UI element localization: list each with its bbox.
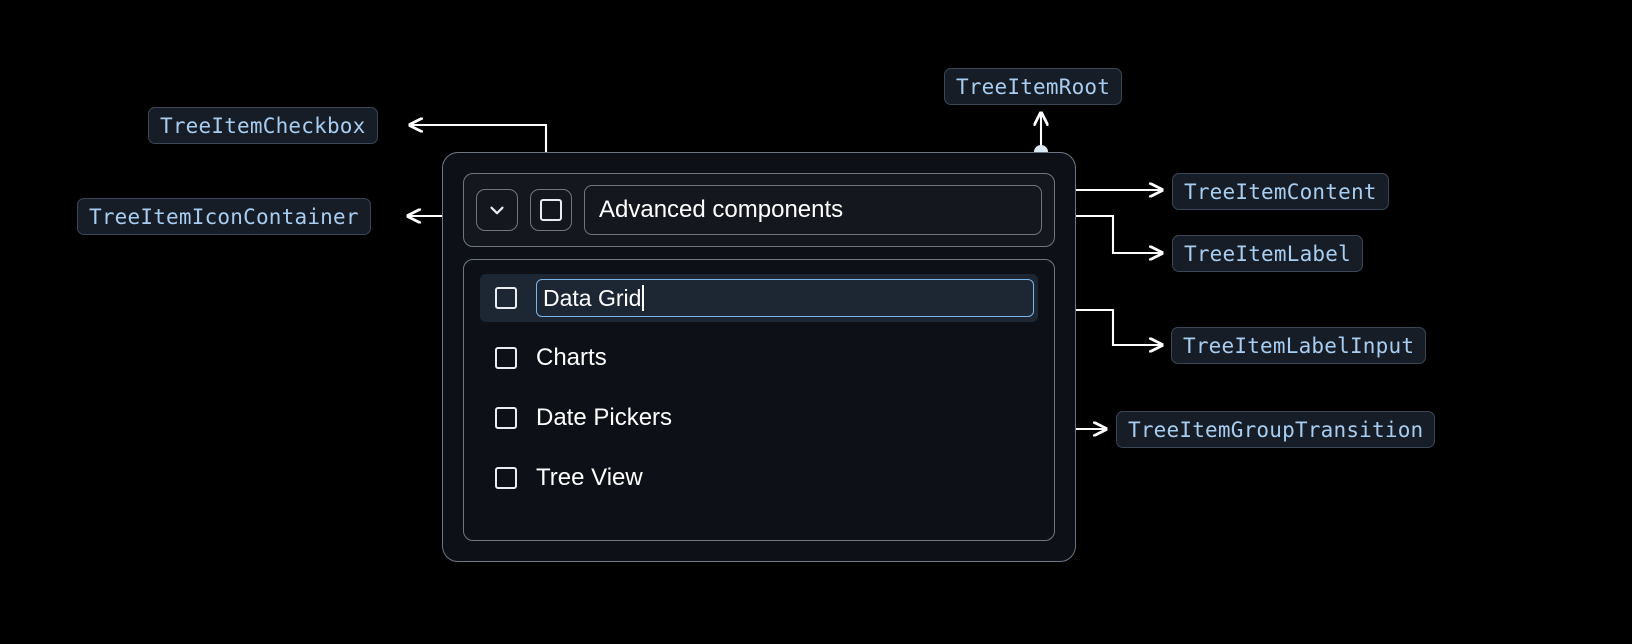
annotation-treeitemiconcontainer: TreeItemIconContainer <box>77 198 371 235</box>
chevron-down-icon <box>490 206 504 215</box>
tree-item-content[interactable]: Advanced components <box>463 173 1055 247</box>
tree-item-row-tree-view[interactable]: Tree View <box>480 454 1038 502</box>
label-input-value: Data Grid <box>543 284 642 311</box>
tree-item-checkbox[interactable] <box>530 189 572 231</box>
checkbox-unchecked-icon[interactable] <box>495 347 517 369</box>
checkbox-unchecked-icon[interactable] <box>495 407 517 429</box>
tree-item-root[interactable]: Advanced components Data Grid Charts Dat… <box>442 152 1076 562</box>
annotation-treeitemgrouptransition: TreeItemGroupTransition <box>1116 411 1436 448</box>
tree-item-label-input[interactable]: Data Grid <box>536 279 1034 317</box>
annotation-treeitemcheckbox: TreeItemCheckbox <box>148 107 378 144</box>
tree-item-row-data-grid[interactable]: Data Grid <box>480 274 1038 322</box>
tree-item-row-charts[interactable]: Charts <box>480 334 1038 382</box>
tree-item-label: Advanced components <box>584 185 1042 235</box>
annotation-treeitemcontent: TreeItemContent <box>1172 173 1389 210</box>
tree-item-label: Tree View <box>536 464 643 491</box>
annotation-treeitemlabelinput: TreeItemLabelInput <box>1171 327 1427 364</box>
tree-item-group-transition: Data Grid Charts Date Pickers Tree View <box>463 259 1055 541</box>
tree-item-icon-container[interactable] <box>476 189 518 231</box>
checkbox-unchecked-icon <box>540 199 562 221</box>
text-caret <box>642 285 644 311</box>
tree-item-label: Date Pickers <box>536 404 673 431</box>
checkbox-unchecked-icon[interactable] <box>495 467 517 489</box>
tree-item-label: Charts <box>536 344 607 371</box>
annotation-treeitemroot: TreeItemRoot <box>944 68 1123 105</box>
tree-item-row-date-pickers[interactable]: Date Pickers <box>480 394 1038 442</box>
annotation-treeitemlabel: TreeItemLabel <box>1172 235 1363 272</box>
checkbox-unchecked-icon[interactable] <box>495 287 517 309</box>
